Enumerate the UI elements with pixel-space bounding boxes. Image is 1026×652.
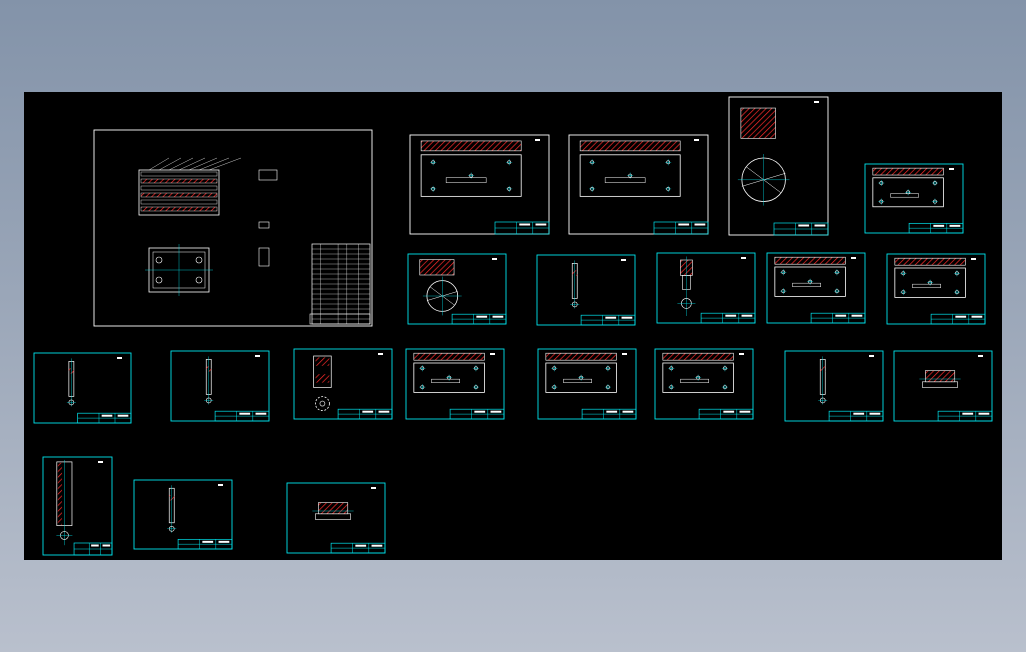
cad-model-space[interactable] [24, 92, 1002, 560]
sheet-part-plate-2[interactable] [568, 134, 709, 235]
sheet-part-shaft-1[interactable] [42, 456, 113, 556]
sheet-part-plate-3[interactable] [766, 252, 866, 324]
sheet-part-pin-1[interactable] [536, 254, 636, 326]
sheet-assembly-drawing[interactable] [93, 129, 373, 327]
sheet-part-base-1[interactable] [864, 163, 964, 234]
sheet-part-plate-5[interactable] [405, 348, 505, 420]
sheet-border [133, 479, 233, 550]
sheet-border [42, 456, 113, 556]
sheet-part-rod-1[interactable] [33, 352, 132, 424]
sheet-part-plate-4[interactable] [886, 253, 986, 325]
sheet-border [33, 352, 132, 424]
sheet-part-punch-1[interactable] [656, 252, 756, 324]
sheet-part-plate-6[interactable] [537, 348, 637, 420]
sheet-border [93, 129, 373, 327]
sheet-border [784, 350, 884, 422]
sheet-border [864, 163, 964, 234]
sheet-part-rod-4[interactable] [133, 479, 233, 550]
sheet-border [568, 134, 709, 235]
sheet-part-plate-7[interactable] [654, 348, 754, 420]
sheet-border [536, 254, 636, 326]
sheet-border [656, 252, 756, 324]
sheet-border [537, 348, 637, 420]
sheet-border [893, 350, 993, 422]
sheet-border [293, 348, 393, 420]
sheet-part-rod-3[interactable] [784, 350, 884, 422]
sheet-part-block-1[interactable] [893, 350, 993, 422]
sheet-part-round-plate[interactable] [728, 96, 829, 236]
sheet-part-round-section[interactable] [407, 253, 507, 325]
sheet-border [170, 350, 270, 422]
sheet-border [286, 482, 386, 554]
sheet-border [654, 348, 754, 420]
sheet-part-plate-1[interactable] [409, 134, 550, 235]
sheet-part-block-2[interactable] [286, 482, 386, 554]
sheet-border [409, 134, 550, 235]
sheet-part-gear-1[interactable] [293, 348, 393, 420]
sheet-part-rod-2[interactable] [170, 350, 270, 422]
drawing-sheets [33, 96, 993, 556]
